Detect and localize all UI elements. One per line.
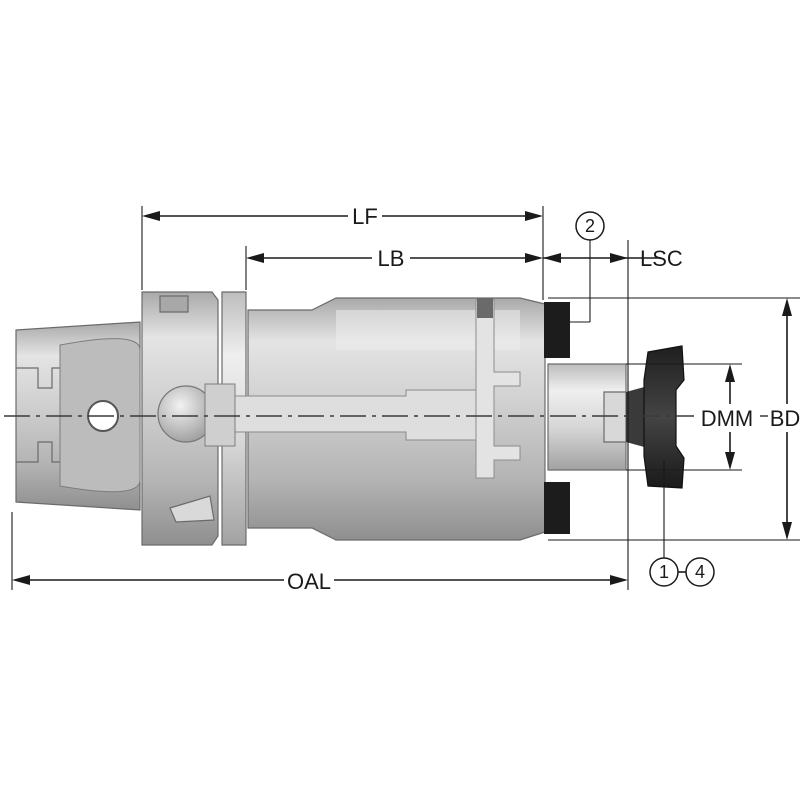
lf-arrow-right — [525, 211, 543, 221]
bd-arrow-bottom — [782, 522, 792, 540]
dmm-arrow-bottom — [725, 452, 735, 470]
body-highlight — [336, 310, 520, 350]
bd-arrow-top — [782, 298, 792, 316]
lb-arrow-right — [525, 253, 543, 263]
oal-label: OAL — [287, 569, 331, 594]
flange-groove — [159, 295, 189, 313]
tool-body — [15, 291, 685, 546]
cutter-neck — [626, 386, 648, 448]
dmm-label: DMM — [701, 406, 754, 431]
callout-2-circle — [575, 211, 605, 241]
coolant-plug — [477, 298, 493, 318]
callout-4-number: 4 — [695, 562, 705, 582]
drive-slot-top — [16, 367, 60, 389]
insert-bottom — [544, 482, 570, 534]
oal-arrow-left — [12, 575, 30, 585]
milling-cutter — [643, 345, 685, 489]
lb-label: LB — [378, 246, 405, 271]
callouts: 2 1 4 — [570, 211, 715, 587]
lf-arrow-left — [142, 211, 160, 221]
drive-slot-bottom — [16, 441, 60, 463]
callout-1-number: 1 — [659, 562, 669, 582]
bd-label: BD — [770, 406, 800, 431]
lsc-label: LSC — [640, 246, 683, 271]
callout-2-number: 2 — [585, 216, 595, 236]
spigot-step — [603, 391, 627, 443]
dimension-lines — [11, 202, 800, 594]
lsc-arrow-left — [543, 253, 561, 263]
oal-arrow-right — [610, 575, 628, 585]
lf-label: LF — [352, 204, 378, 229]
coolant-channel — [475, 299, 521, 479]
insert-top — [544, 302, 570, 358]
callout-4-circle — [685, 557, 715, 587]
lsc-arrow-right — [610, 253, 628, 263]
dmm-arrow-top — [725, 364, 735, 382]
flange-notch — [169, 495, 215, 523]
ball-sleeve — [204, 383, 236, 447]
lb-arrow-left — [246, 253, 264, 263]
